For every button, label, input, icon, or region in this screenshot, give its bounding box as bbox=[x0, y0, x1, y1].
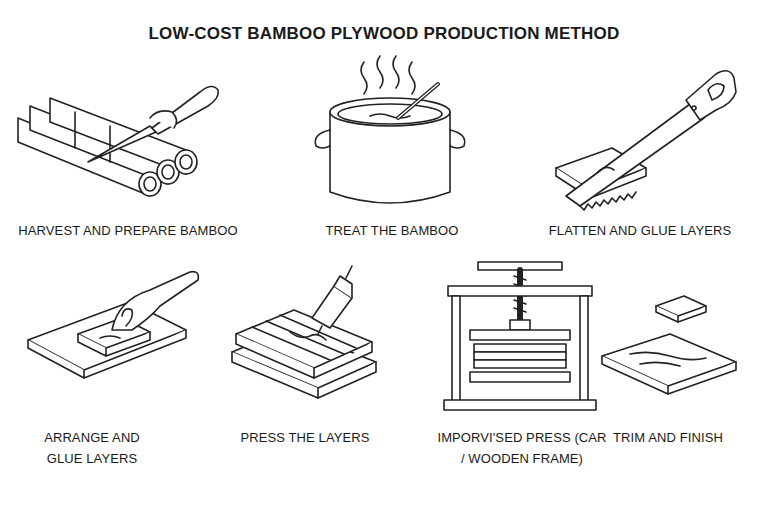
step-caption: ARRANGE AND GLUE LAYERS bbox=[27, 427, 157, 469]
bamboo-illustration bbox=[18, 86, 218, 196]
step-caption: FLATTEN AND GLUE LAYERS bbox=[520, 220, 760, 241]
step-caption: HARVEST AND PREPARE BAMBOO bbox=[8, 220, 248, 241]
step-caption: IMPORVI'SED PRESS (CAR / WOODEN FRAME) bbox=[437, 427, 607, 469]
finished-board-illustration bbox=[602, 296, 736, 394]
layers-illustration bbox=[232, 266, 376, 398]
step-caption: TRIM AND FINISH bbox=[578, 427, 758, 448]
saw-illustration bbox=[556, 71, 736, 210]
step-caption: PRESS THE LAYERS bbox=[220, 427, 390, 448]
press-illustration bbox=[444, 262, 596, 410]
step-caption: TREAT THE BAMBOO bbox=[292, 220, 492, 241]
pot-illustration bbox=[315, 56, 464, 203]
diagram-title: LOW-COST BAMBOO PLYWOOD PRODUCTION METHO… bbox=[149, 24, 620, 44]
glue-hand-illustration bbox=[28, 272, 198, 378]
